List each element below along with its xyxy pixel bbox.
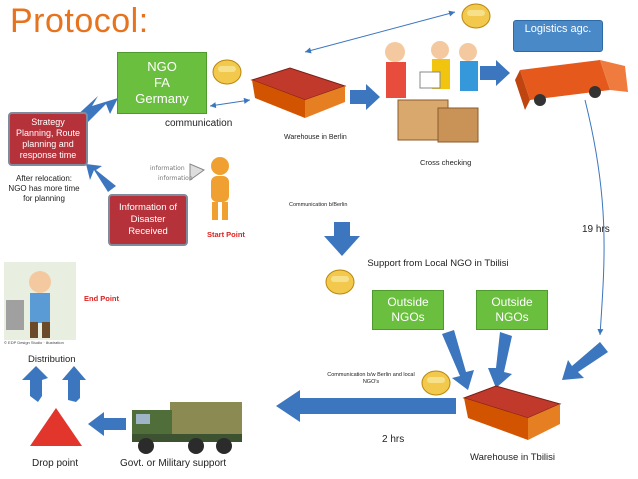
cross-checking-illustration <box>385 41 479 143</box>
warehouse-tbilisi-icon <box>462 385 562 440</box>
comm-line-top <box>304 10 456 54</box>
arrow-check-to-logistics <box>480 60 510 86</box>
arrow-distribution-right <box>62 366 86 402</box>
arrow-distribution-left <box>22 366 48 402</box>
after-relocation-label: After relocation: NGO has more time for … <box>8 174 80 203</box>
cross-checking-label: Cross checking <box>420 158 472 167</box>
outside-ngos-right-box: Outside NGOs <box>476 290 548 330</box>
arrow-right-to-tbilisi <box>562 342 608 380</box>
military-truck-icon <box>132 402 242 454</box>
comm-line-ngo <box>209 97 251 109</box>
communication-label: communication <box>165 118 233 129</box>
arrow-outside-right-down <box>488 332 512 388</box>
warehouse-tbilisi-label: Warehouse in Tbilisi <box>470 452 556 463</box>
svg-text:information: information <box>150 165 185 172</box>
end-point-person-illustration <box>4 262 76 340</box>
information-box: Information of Disaster Received <box>108 194 188 246</box>
arrow-info-to-strategy <box>86 164 116 192</box>
phone-icon-ngo <box>212 59 242 85</box>
comm-berlin-local-label: Communication b/w Berlin and local NGO's <box>327 372 415 386</box>
phone-icon-local <box>421 370 451 396</box>
image-credit-label: © EDP Design Studio · illustration <box>4 340 64 345</box>
warehouse-berlin-label: Warehouse in Berlin <box>284 134 347 141</box>
arrow-tbilisi-to-truck <box>276 390 456 422</box>
govt-support-label: Govt. or Military support <box>120 458 227 469</box>
arrow-warehouse-to-check <box>350 84 380 110</box>
end-point-label: End Point <box>84 294 119 303</box>
drop-point-triangle <box>30 408 82 446</box>
phone-icon-logistics <box>461 3 491 29</box>
hrs-2-label: 2 hrs <box>382 434 405 445</box>
hrs-19-label: 19 hrs <box>582 224 610 235</box>
arrow-truck-to-drop <box>88 412 126 436</box>
outside-ngos-left-box: Outside NGOs <box>372 290 444 330</box>
drop-point-label: Drop point <box>32 458 79 469</box>
phone-icon-support <box>325 269 355 295</box>
arrow-down-berlin <box>324 222 360 256</box>
logistics-box: Logistics agc. <box>513 20 603 52</box>
strategy-box: Strategy Planning, Route planning and re… <box>8 112 88 166</box>
arrow-outside-left-down <box>442 330 474 390</box>
distribution-label: Distribution <box>28 354 76 365</box>
page-title: Protocol: <box>10 2 149 40</box>
long-route-arrow <box>584 99 605 336</box>
warehouse-berlin-icon <box>250 67 347 118</box>
ngo-germany-box: NGO FA Germany <box>117 52 207 114</box>
svg-text:information: information <box>158 175 193 182</box>
comm-berlin-label: Communication b/Berlin <box>289 202 348 208</box>
logistics-truck-icon <box>515 60 628 110</box>
megaphone-person-illustration: information information <box>150 157 229 220</box>
support-local-label: Support from Local NGO in Tbilisi <box>367 258 509 269</box>
start-point-label: Start Point <box>207 230 245 239</box>
